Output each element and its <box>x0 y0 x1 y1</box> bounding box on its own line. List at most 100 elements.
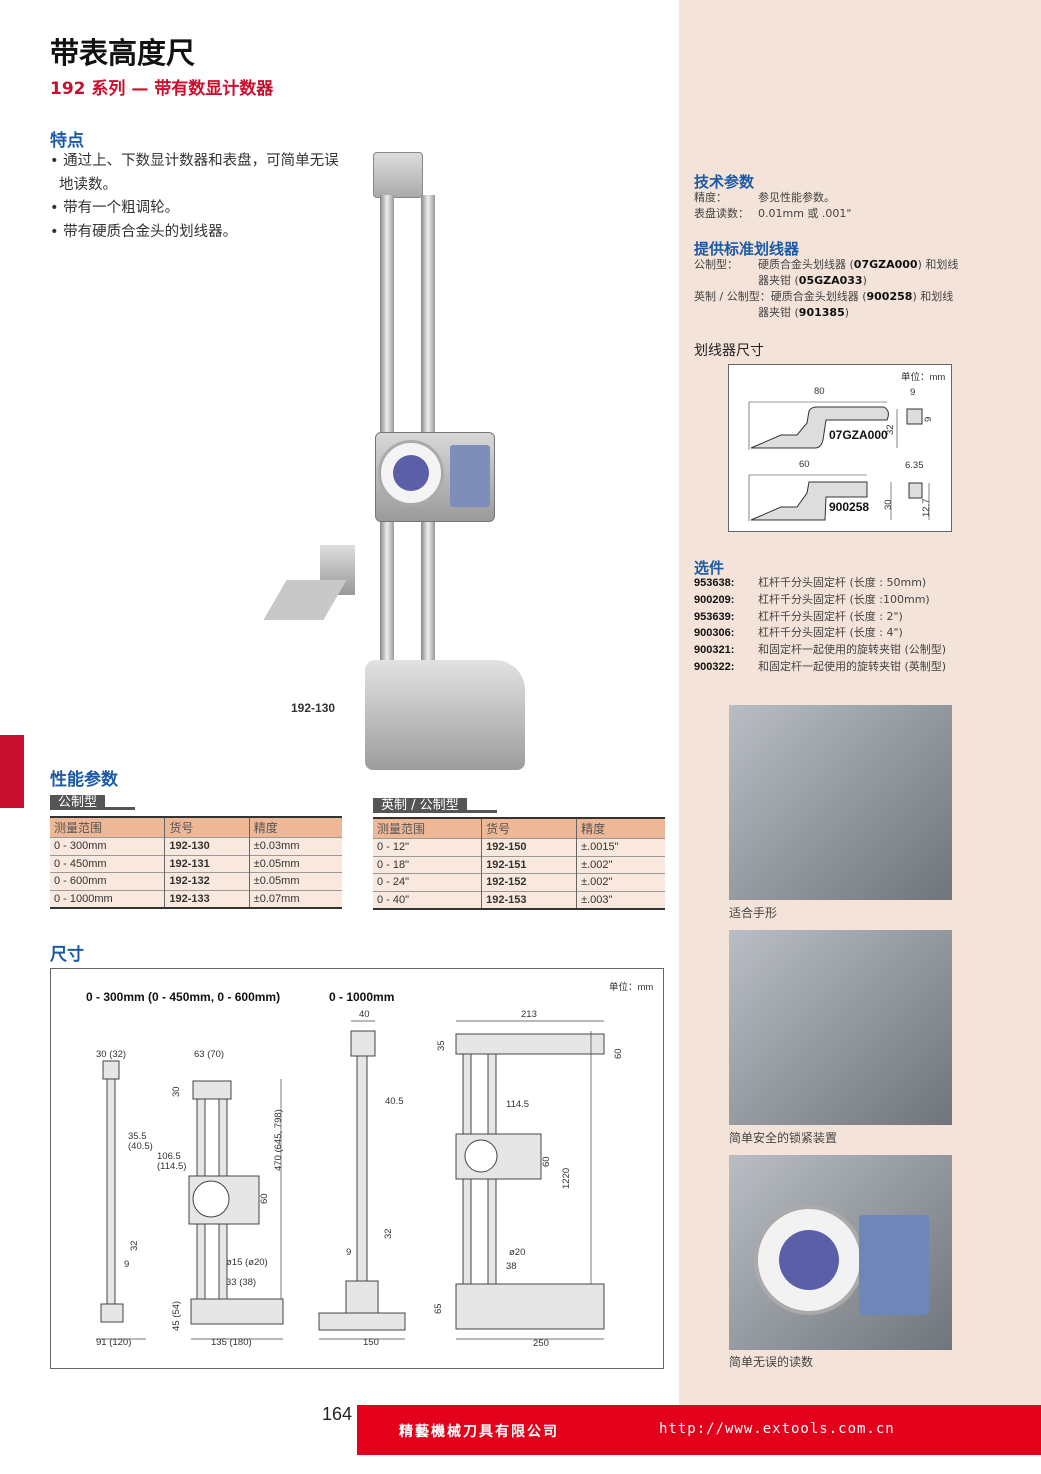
dim-label: ø20 <box>509 1247 526 1258</box>
dim-label: (40.5) <box>128 1141 153 1152</box>
scriber-dimension-drawing: 单位：mm 80 07GZA000 32 9 9 60 900258 30 6.… <box>728 364 952 532</box>
footer-company: 精藝機械刀具有限公司 <box>399 1424 559 1440</box>
dim-label: 40 <box>359 1009 370 1020</box>
scriber-inch-key: 英制 / 公制型： <box>694 290 771 303</box>
page-title: 带表高度尺 <box>50 36 196 70</box>
dim-label: 1220 <box>561 1167 572 1189</box>
dim-label: 35.5 <box>128 1131 147 1142</box>
scriber-info: 公制型：硬质合金头划线器 (07GZA000) 和划线器夹钳 (05GZA033… <box>694 258 959 319</box>
dim-label: 32 <box>885 424 896 435</box>
dim-label: 60 <box>613 1048 624 1059</box>
dim-label: 9 <box>910 387 916 398</box>
inch-table-block: 英制 / 公制型 测量范围货号精度 0 - 12"192-150±.0015" … <box>373 794 665 910</box>
table-row: 0 - 24"192-152±.002" <box>373 873 665 891</box>
dim-label: 32 <box>129 1240 140 1251</box>
photo-hand-grip <box>729 705 952 900</box>
table-row: 0 - 12"192-150±.0015" <box>373 838 665 856</box>
product-image <box>263 150 540 770</box>
features-list: • 通过上、下数显计数器和表盘，可简单无误地读数。 • 带有一个粗调轮。 • 带… <box>50 150 350 244</box>
spec-key: 表盘读数： <box>694 207 749 220</box>
dim-label: ø15 (ø20) <box>226 1257 268 1268</box>
dim-label: 45 (54) <box>171 1300 182 1331</box>
col-header: 精度 <box>576 817 665 839</box>
list-item: 900209:杠杆千分头固定杆 (长度 :100mm) <box>694 592 930 606</box>
dimensions-heading: 尺寸 <box>50 945 84 965</box>
dim-label: 9 <box>923 416 934 422</box>
options-list: 953638:杠杆千分头固定杆 (长度 : 50mm) 900209:杠杆千分头… <box>694 575 946 676</box>
col-header: 测量范围 <box>373 817 482 839</box>
list-item: 900322:和固定杆一起使用的旋转夹钳 (英制型) <box>694 659 947 673</box>
photo-dial-counter <box>729 1155 952 1350</box>
spec-key: 精度： <box>694 191 727 204</box>
dim-label: 213 <box>521 1009 537 1020</box>
scriber-heading: 提供标准划线器 <box>694 240 800 258</box>
dim-label: 114.5 <box>506 1099 530 1110</box>
dim-label: 30 <box>171 1086 182 1097</box>
dim-label: 250 <box>533 1338 549 1349</box>
feature-item: • 带有硬质合金头的划线器。 <box>50 223 238 240</box>
dim-label: 60 <box>259 1193 270 1204</box>
dim-label: 9 <box>124 1259 130 1270</box>
dim-label: 12.7 <box>921 498 932 518</box>
scriber-code-label: 900258 <box>829 500 870 514</box>
dimension-drawing-lines <box>96 1020 605 1340</box>
dimension-drawing: 单位：mm 0 - 300mm (0 - 450mm, 0 - 600mm) 0… <box>50 968 664 1369</box>
dim-label: 33 (38) <box>226 1277 257 1288</box>
dim-label: 91 (120) <box>96 1337 132 1348</box>
performance-heading: 性能参数 <box>50 770 118 790</box>
section-tab-marker <box>0 735 24 808</box>
metric-table-label: 公制型 <box>50 795 106 810</box>
inch-table: 测量范围货号精度 0 - 12"192-150±.0015" 0 - 18"19… <box>373 817 665 910</box>
drawing-title-left: 0 - 300mm (0 - 450mm, 0 - 600mm) <box>86 990 281 1004</box>
footer-bar: 精藝機械刀具有限公司 http://www.extools.com.cn <box>357 1405 1041 1455</box>
photo-caption: 简单无误的读数 <box>729 1355 814 1369</box>
dim-label: 9 <box>346 1247 352 1258</box>
dim-label: (114.5) <box>157 1161 187 1172</box>
col-header: 货号 <box>481 817 577 839</box>
unit-label: 单位：mm <box>901 372 946 383</box>
list-item: 900306:杠杆千分头固定杆 (长度 : 4") <box>694 626 903 640</box>
dim-label: 60 <box>799 459 810 470</box>
dim-label: 150 <box>363 1337 379 1348</box>
dim-label: 30 (32) <box>96 1049 127 1060</box>
dim-label: 30 <box>883 499 894 510</box>
photo-lock-device <box>729 930 952 1125</box>
page-number: 164 <box>322 1404 353 1424</box>
dim-label: 135 (180) <box>211 1337 252 1348</box>
col-header: 精度 <box>248 816 342 838</box>
inch-table-label: 英制 / 公制型 <box>373 798 467 813</box>
dim-label: 65 <box>433 1303 444 1314</box>
dim-label: 470 (645, 798) <box>273 1109 284 1171</box>
scriber-code-label: 07GZA000 <box>829 428 888 442</box>
list-item: 900321:和固定杆一起使用的旋转夹钳 (公制型) <box>694 643 947 657</box>
dim-label: 40.5 <box>385 1096 404 1107</box>
scriber-dims-heading: 划线器尺寸 <box>694 343 764 359</box>
drawing-title-right: 0 - 1000mm <box>329 990 395 1004</box>
scriber-metric-key: 公制型： <box>694 258 738 271</box>
spec-value: 参见性能参数。 <box>758 191 835 204</box>
features-heading: 特点 <box>50 131 84 151</box>
page-subtitle: 192 系列 — 带有数显计数器 <box>50 79 274 99</box>
table-row: 0 - 18"192-151±.002" <box>373 855 665 874</box>
options-heading: 选件 <box>694 559 725 577</box>
tech-specs: 精度： 参见性能参数。 表盘读数： 0.01mm 或 .001" <box>694 190 851 222</box>
dim-label: 6.35 <box>905 460 924 471</box>
list-item: 953639:杠杆千分头固定杆 (长度 : 2") <box>694 609 903 623</box>
list-item: 953638:杠杆千分头固定杆 (长度 : 50mm) <box>694 576 927 589</box>
dim-label: 35 <box>436 1040 447 1051</box>
feature-item: • 带有一个粗调轮。 <box>50 200 180 216</box>
footer-url[interactable]: http://www.extools.com.cn <box>659 1421 895 1437</box>
photo-caption: 适合手形 <box>729 906 778 920</box>
dim-label: 32 <box>383 1228 394 1239</box>
dim-label: 106.5 <box>157 1151 181 1162</box>
tech-heading: 技术参数 <box>694 173 755 191</box>
spec-value: 0.01mm 或 .001" <box>758 207 852 220</box>
dim-label: 63 (70) <box>194 1049 225 1060</box>
feature-item: • 通过上、下数显计数器和表盘，可简单无误地读数。 <box>50 153 339 193</box>
